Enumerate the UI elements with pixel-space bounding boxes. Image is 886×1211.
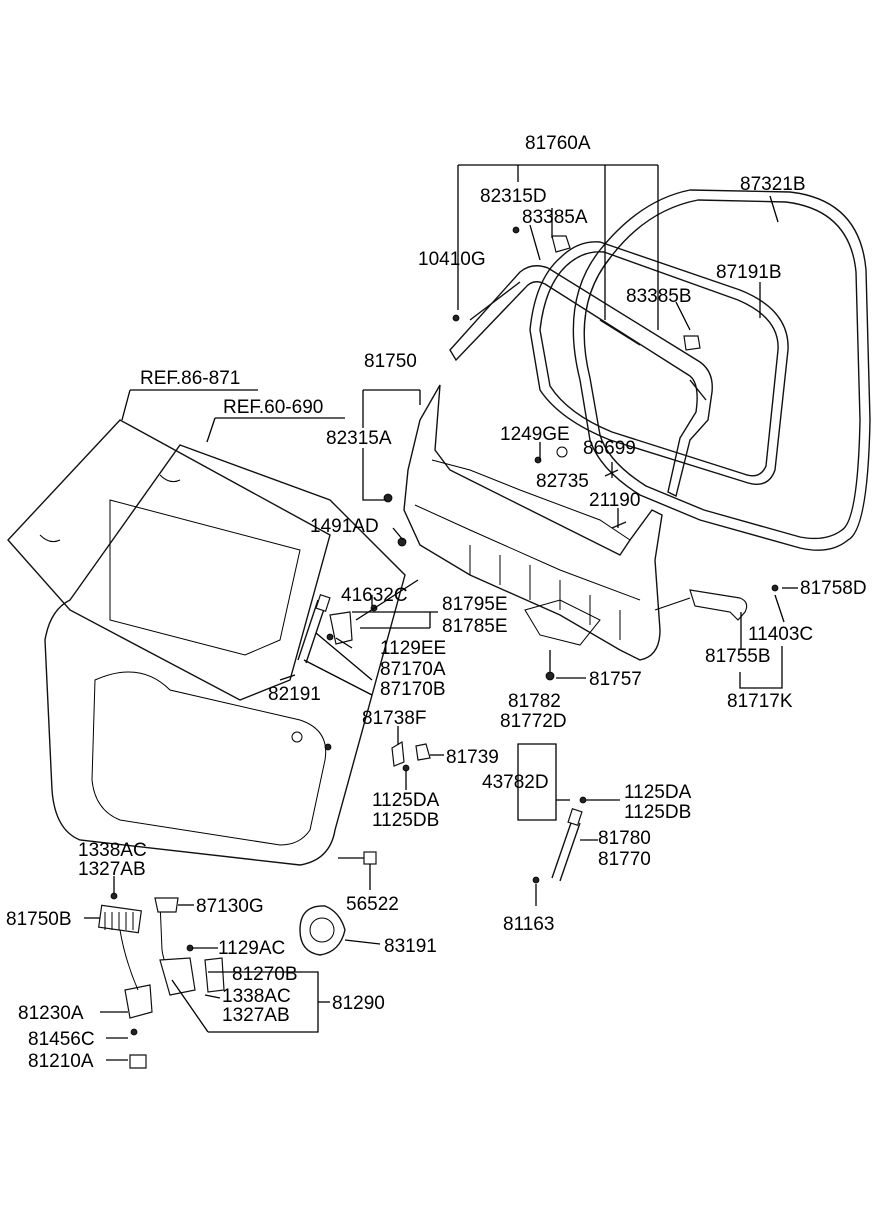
part-labels: 81760A 82315D 83385A 10410G 83385B 87321… [6,133,867,1072]
label-81750: 81750 [364,351,417,372]
weatherstrip-outer [572,189,871,551]
label-82315D: 82315D [480,186,547,207]
label-56522: 56522 [346,894,399,915]
label-81795E: 81795E [442,594,508,615]
label-87170B: 87170B [380,679,446,700]
label-1491AD: 1491AD [310,516,379,537]
tailgate-glass [7,419,331,701]
label-1129EE: 1129EE [380,638,446,659]
gas-strut-right [551,808,583,882]
leader-lines [84,164,798,1061]
fasteners [110,226,779,1036]
label-1125DA-left: 1125DA [372,790,440,811]
label-1125DB-right: 1125DB [624,802,691,823]
label-87191B: 87191B [716,262,782,283]
label-81760A: 81760A [525,133,591,154]
tailgate-panel [44,444,406,866]
label-81757: 81757 [589,669,642,690]
cover-83191 [299,905,346,956]
label-87130G: 87130G [196,896,264,917]
label-81785E: 81785E [442,616,508,637]
label-81739: 81739 [446,747,499,768]
label-81770: 81770 [598,849,651,870]
label-81270B: 81270B [232,964,298,985]
label-11403C: 11403C [748,624,813,645]
label-81780: 81780 [598,828,651,849]
label-81758D: 81758D [800,578,867,599]
label-41632C: 41632C [341,585,408,606]
label-82191: 82191 [268,684,321,705]
hinge [329,611,353,645]
label-81738F: 81738F [362,708,426,729]
tailgate-trim-panel [403,384,663,661]
label-1338AC-top: 1338AC [78,840,147,861]
label-81782: 81782 [508,691,561,712]
label-1125DA-right: 1125DA [624,782,692,803]
label-83385A: 83385A [522,207,588,228]
label-83385B: 83385B [626,286,692,307]
tailgate-trim-frame [449,265,713,498]
handle-81755B [689,589,748,621]
label-81290: 81290 [332,993,385,1014]
label-1327AB-top: 1327AB [78,859,146,880]
label-81772D: 81772D [500,711,567,732]
bumper-stop [363,851,377,865]
brackets-81738F-81739 [391,740,431,767]
label-81755B: 81755B [705,646,771,667]
label-87170A: 87170A [380,659,446,680]
label-81210A: 81210A [28,1051,94,1072]
label-21190: 21190 [589,490,640,511]
latch-assembly [97,897,225,1069]
label-81230A: 81230A [18,1003,84,1024]
gas-strut-left [297,594,331,664]
label-87321B: 87321B [740,174,806,195]
label-1125DB-left: 1125DB [372,810,439,831]
label-43782D: 43782D [482,772,549,793]
label-ref-60-690: REF.60-690 [223,397,323,418]
label-82315A: 82315A [326,428,392,449]
label-1327AB-bottom: 1327AB [222,1005,290,1026]
label-1249GE: 1249GE [500,424,570,445]
label-1338AC-bottom: 1338AC [222,986,291,1007]
label-81163: 81163 [503,914,554,935]
label-82735: 82735 [536,471,589,492]
label-86699: 86699 [583,438,636,459]
label-81750B: 81750B [6,909,72,930]
label-83191: 83191 [384,936,437,957]
weatherstrip-inner [529,241,789,485]
label-10410G: 10410G [418,249,486,270]
label-81456C: 81456C [28,1029,95,1050]
label-1129AC: 1129AC [218,938,285,959]
label-ref-86-871: REF.86-871 [140,368,240,389]
label-81717K: 81717K [727,691,793,712]
